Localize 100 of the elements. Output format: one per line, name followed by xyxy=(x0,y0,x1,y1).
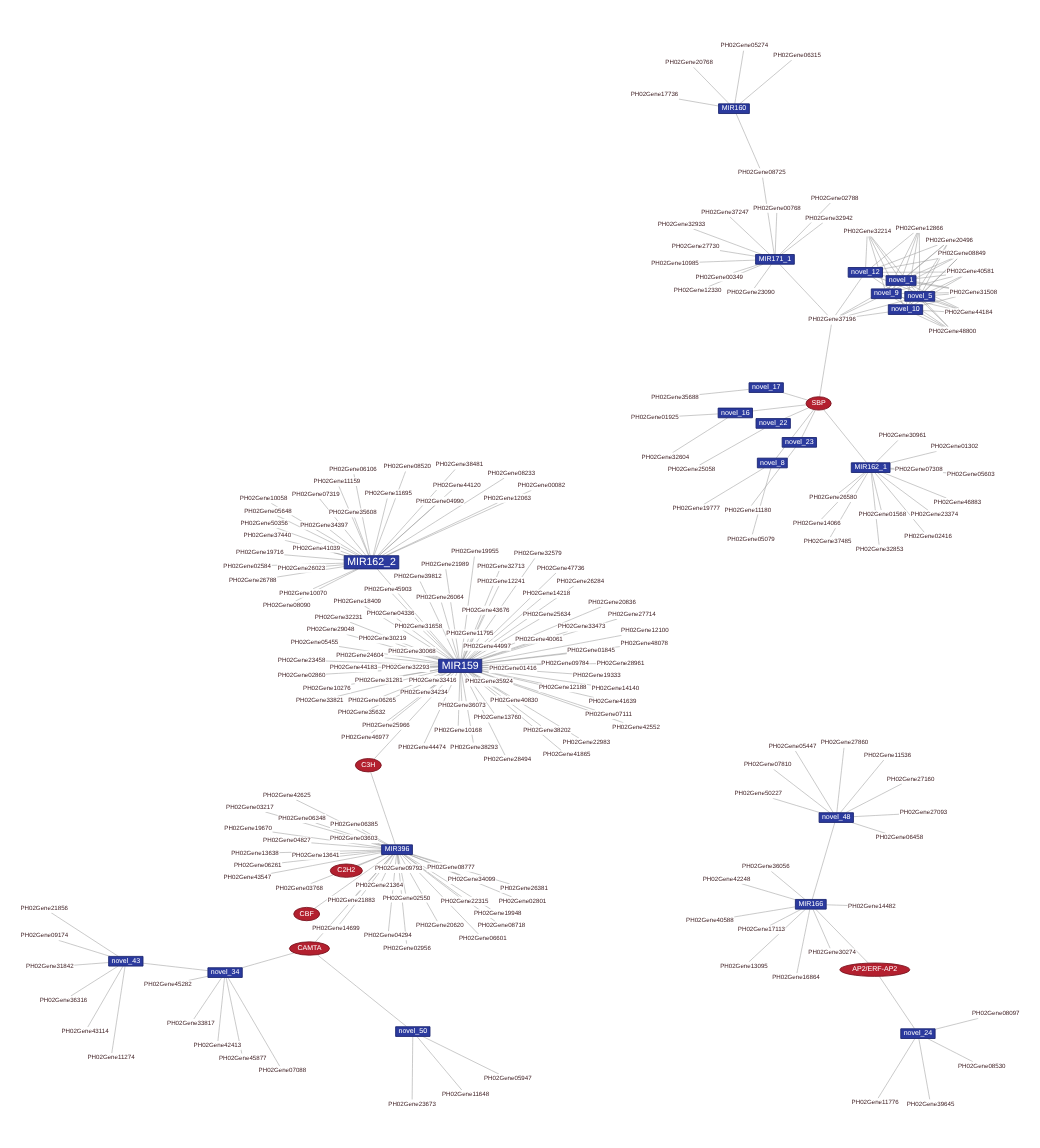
connector xyxy=(836,746,845,812)
connector xyxy=(918,1037,930,1099)
connector xyxy=(841,297,877,315)
connector xyxy=(441,601,459,659)
connector xyxy=(901,291,950,293)
connector xyxy=(915,281,950,288)
connector xyxy=(217,976,225,1041)
connector xyxy=(339,849,382,853)
connector xyxy=(922,244,948,291)
connector xyxy=(882,257,939,269)
connector xyxy=(87,964,124,1027)
connector xyxy=(815,908,869,963)
connector xyxy=(411,1035,414,1099)
connector xyxy=(812,821,836,899)
connector xyxy=(329,528,364,555)
connector xyxy=(868,235,886,289)
connector xyxy=(325,563,345,566)
connector xyxy=(801,408,816,437)
connector xyxy=(902,231,918,275)
connector xyxy=(895,257,954,289)
connector xyxy=(911,257,952,275)
connector xyxy=(142,961,208,970)
connector xyxy=(679,412,719,416)
connector xyxy=(70,964,119,996)
connector xyxy=(693,65,730,104)
connector xyxy=(734,49,744,104)
connector xyxy=(927,1037,974,1061)
connector xyxy=(312,567,357,589)
connector xyxy=(889,450,937,463)
connector xyxy=(422,629,454,659)
connector xyxy=(370,770,396,844)
connector xyxy=(719,249,756,256)
connector xyxy=(784,406,809,418)
connector xyxy=(741,882,796,899)
connector xyxy=(769,907,802,925)
connector xyxy=(773,767,831,812)
connector xyxy=(693,227,762,254)
connector xyxy=(440,671,448,676)
connector xyxy=(472,671,482,677)
connector xyxy=(795,749,834,812)
connector xyxy=(384,656,439,663)
connector xyxy=(479,642,527,659)
connector xyxy=(876,471,929,510)
connector xyxy=(877,1037,916,1098)
connector xyxy=(445,568,460,659)
connector xyxy=(748,907,806,962)
connector xyxy=(50,911,119,956)
connector xyxy=(774,211,778,254)
connector xyxy=(875,438,899,462)
connector xyxy=(888,231,918,288)
connector xyxy=(796,908,811,973)
connector xyxy=(913,275,963,304)
connector xyxy=(871,471,882,510)
connector xyxy=(735,112,761,168)
connector xyxy=(825,903,848,905)
connector xyxy=(241,951,295,967)
connector xyxy=(870,471,880,544)
connector xyxy=(372,497,388,555)
connector xyxy=(908,243,947,304)
connector xyxy=(378,504,436,555)
connector xyxy=(819,323,832,396)
connector xyxy=(845,782,903,812)
connector xyxy=(193,976,222,1019)
connector xyxy=(910,257,958,304)
connector xyxy=(762,176,775,254)
connector xyxy=(838,471,865,493)
connector xyxy=(840,758,885,812)
connector xyxy=(848,299,905,315)
connector xyxy=(411,853,438,862)
connector xyxy=(891,243,945,289)
connector xyxy=(227,976,281,1066)
connector xyxy=(870,235,898,275)
connector xyxy=(357,853,386,866)
connector xyxy=(924,300,949,326)
connector xyxy=(311,841,382,848)
connector xyxy=(835,276,863,315)
connector xyxy=(856,310,889,316)
connector xyxy=(729,215,770,254)
connector xyxy=(934,292,950,295)
connector xyxy=(733,905,796,917)
connector xyxy=(901,275,954,290)
connector xyxy=(338,485,369,555)
connector xyxy=(419,580,458,659)
connector xyxy=(782,391,808,400)
connector xyxy=(371,841,382,845)
connector xyxy=(460,671,462,701)
connector xyxy=(481,652,567,663)
connector xyxy=(672,416,728,452)
connector xyxy=(882,471,947,498)
connector xyxy=(416,1035,463,1090)
connector xyxy=(933,300,956,308)
connector xyxy=(353,472,371,555)
connector xyxy=(739,58,793,104)
connector xyxy=(874,471,925,532)
connector xyxy=(865,235,868,267)
connector xyxy=(915,313,943,326)
connector xyxy=(429,665,439,667)
connector xyxy=(480,671,596,710)
connector xyxy=(481,669,543,683)
connector xyxy=(467,597,542,659)
